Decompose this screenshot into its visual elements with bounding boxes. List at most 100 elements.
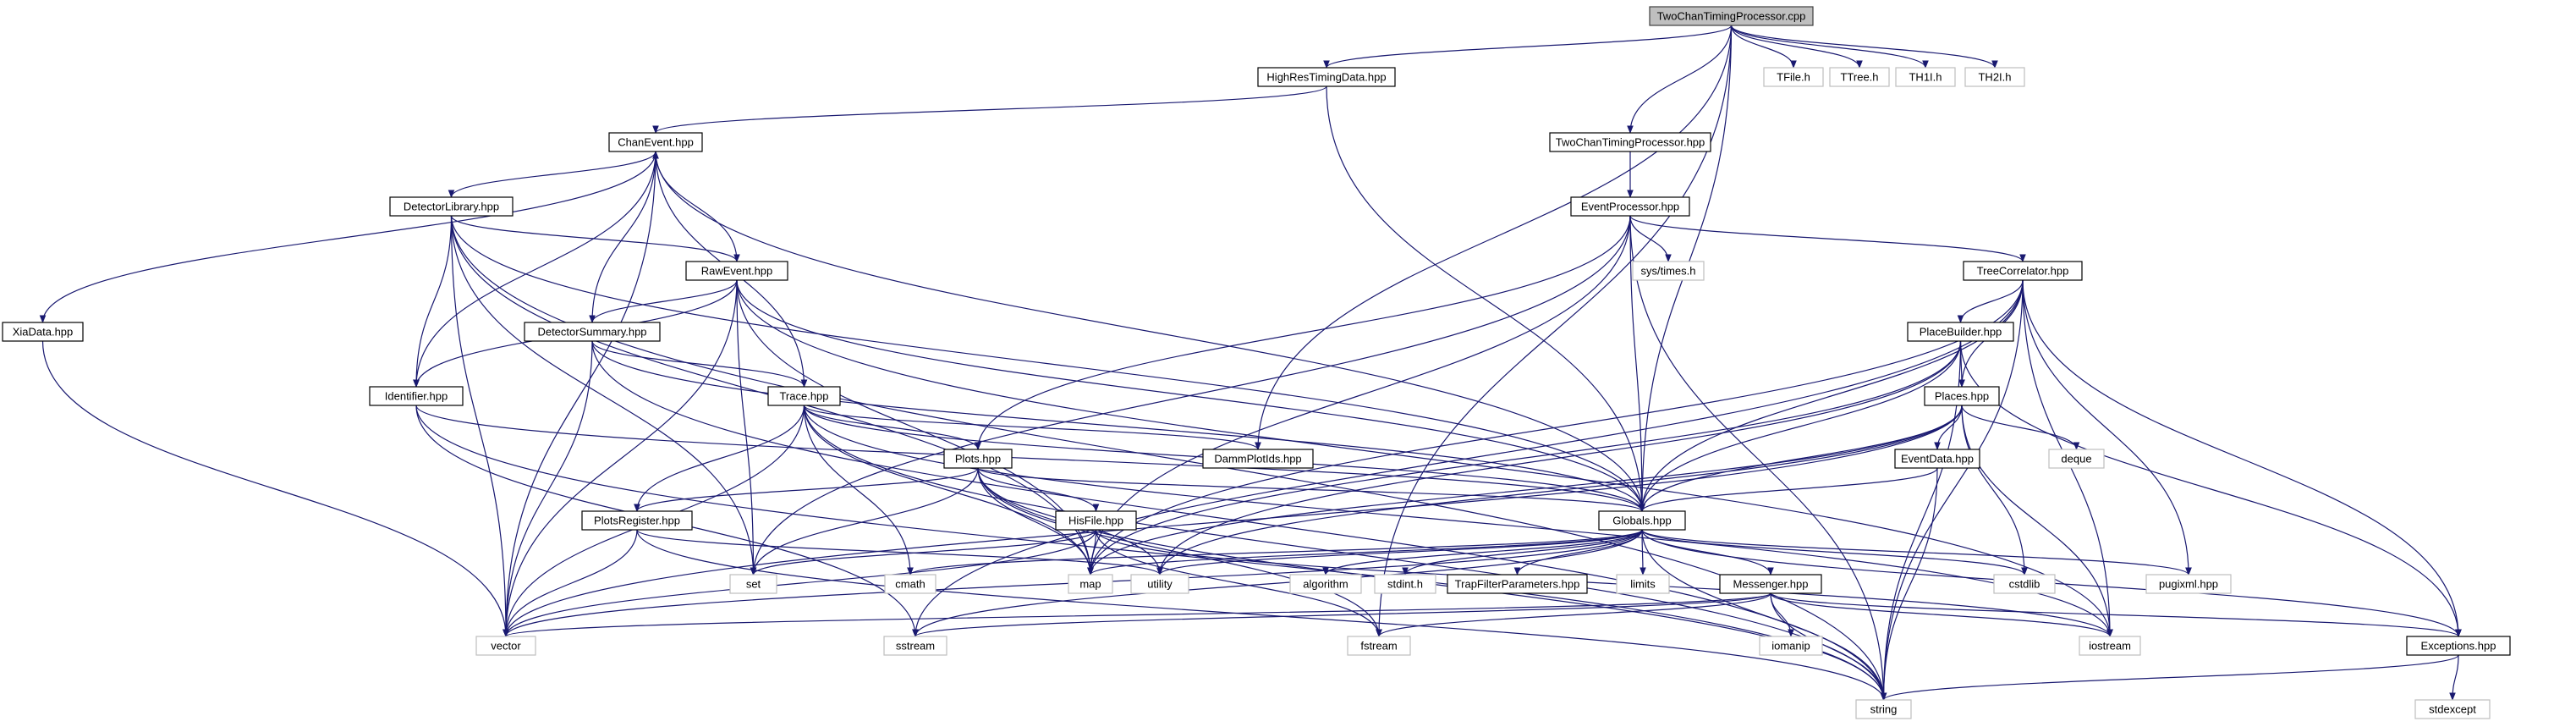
edge-Messenger_hpp-to-Exceptions_hpp — [1770, 592, 2462, 637]
node-box — [389, 196, 514, 217]
edge-Globals_hpp-to-sstream — [912, 529, 1643, 637]
edge-Messenger_hpp-to-fstream — [1376, 592, 1771, 637]
edge-RawEvent_hpp-to-Globals_hpp — [736, 279, 1645, 512]
edge-Exceptions_hpp-to-string — [1880, 654, 2459, 701]
node-pugixml_hpp: pugixml.hpp — [2145, 574, 2232, 594]
edge-RawEvent_hpp-to-vector — [503, 279, 738, 637]
node-TrapFilterParameters_hpp[interactable]: TrapFilterParameters.hpp — [1447, 574, 1588, 594]
edge-PlaceBuilder_hpp-to-utility — [1156, 340, 1962, 576]
node-label: vector — [491, 640, 521, 653]
edge-XiaData_hpp-to-vector — [41, 340, 509, 637]
node-RawEvent_hpp[interactable]: RawEvent.hpp — [685, 261, 788, 281]
edge-ChanEvent_hpp-to-vector — [503, 151, 656, 637]
edge-EventProcessor_hpp-to-TreeCorrelator_hpp — [1629, 215, 2026, 262]
edge-HisFile_hpp-to-fstream — [1095, 529, 1382, 637]
node-box — [1829, 67, 1890, 87]
node-limits: limits — [1616, 574, 1670, 594]
node-PlaceBuilder_hpp[interactable]: PlaceBuilder.hpp — [1907, 322, 2014, 342]
node-map: map — [1068, 574, 1113, 594]
edge-Plots_hpp-to-fstream — [977, 467, 1382, 637]
edge-TwoChanTimingProcessor_cpp-to-HighResTimingData_hpp — [1323, 25, 1733, 69]
node-EventProcessor_hpp[interactable]: EventProcessor.hpp — [1570, 196, 1690, 217]
node-box — [1616, 574, 1670, 594]
node-ChanEvent_hpp[interactable]: ChanEvent.hpp — [608, 132, 703, 152]
node-Identifier_hpp[interactable]: Identifier.hpp — [369, 386, 464, 406]
node-box — [1855, 699, 1912, 719]
node-box — [685, 261, 788, 281]
node-label: TwoChanTimingProcessor.cpp — [1657, 10, 1806, 23]
edge-Globals_hpp-to-algorithm — [1322, 529, 1643, 576]
node-label: EventProcessor.hpp — [1581, 201, 1679, 213]
edge-Trace_hpp-to-PlotsRegister_hpp — [634, 405, 805, 512]
edge-Globals_hpp-to-cstdlib — [1641, 529, 2028, 576]
node-DetectorSummary_hpp[interactable]: DetectorSummary.hpp — [524, 322, 661, 342]
edge-TreeCorrelator_hpp-to-Exceptions_hpp — [2022, 279, 2462, 637]
node-label: sys/times.h — [1640, 265, 1695, 278]
edge-HisFile_hpp-to-iostream — [1095, 529, 2113, 637]
node-Places_hpp[interactable]: Places.hpp — [1924, 386, 2000, 406]
node-Messenger_hpp[interactable]: Messenger.hpp — [1719, 574, 1822, 594]
node-DetectorLibrary_hpp[interactable]: DetectorLibrary.hpp — [389, 196, 514, 217]
node-Trace_hpp[interactable]: Trace.hpp — [767, 386, 841, 406]
node-XiaData_hpp[interactable]: XiaData.hpp — [2, 322, 84, 342]
node-Exceptions_hpp[interactable]: Exceptions.hpp — [2406, 636, 2511, 656]
node-box — [1068, 574, 1113, 594]
node-HighResTimingData_hpp[interactable]: HighResTimingData.hpp — [1257, 67, 1396, 87]
node-label: TTree.h — [1840, 71, 1878, 84]
edge-HisFile_hpp-to-set — [750, 529, 1097, 576]
node-box — [1964, 67, 2025, 87]
node-stdexcept: stdexcept — [2414, 699, 2491, 719]
node-box — [1598, 510, 1686, 531]
node-label: TrapFilterParameters.hpp — [1455, 578, 1580, 591]
node-utility: utility — [1130, 574, 1189, 594]
node-label: sstream — [896, 640, 935, 653]
edge-Messenger_hpp-to-vector — [503, 592, 1771, 637]
edge-Places_hpp-to-vector — [503, 405, 1963, 637]
node-label: limits — [1630, 578, 1656, 591]
node-box — [1257, 67, 1396, 87]
edge-DetectorLibrary_hpp-to-Globals_hpp — [450, 215, 1645, 512]
node-box — [767, 386, 841, 406]
node-PlotsRegister_hpp[interactable]: PlotsRegister.hpp — [581, 510, 693, 531]
node-EventData_hpp[interactable]: EventData.hpp — [1894, 449, 1980, 469]
edge-TwoChanTimingProcessor_cpp-to-TTree_h — [1730, 25, 1863, 69]
node-label: DammPlotIds.hpp — [1214, 453, 1301, 465]
node-label: Trace.hpp — [779, 390, 828, 403]
node-label: Globals.hpp — [1612, 515, 1671, 527]
node-sstream: sstream — [883, 636, 947, 656]
node-box — [1924, 386, 2000, 406]
node-box — [883, 636, 947, 656]
node-TwoChanTimingProcessor_cpp[interactable]: TwoChanTimingProcessor.cpp — [1649, 6, 1814, 26]
edge-Globals_hpp-to-cmath — [907, 529, 1643, 576]
edge-EventData_hpp-to-Globals_hpp — [1639, 467, 1938, 512]
edge-EventProcessor_hpp-to-sys_times_h — [1629, 215, 1672, 262]
edge-PlaceBuilder_hpp-to-map — [1087, 340, 1962, 576]
node-TreeCorrelator_hpp[interactable]: TreeCorrelator.hpp — [1963, 261, 2083, 281]
node-box — [1894, 449, 1980, 469]
edge-TreeCorrelator_hpp-to-sstream — [912, 279, 2024, 637]
edge-ChanEvent_hpp-to-DetectorLibrary_hpp — [448, 151, 656, 198]
node-TTree_h: TTree.h — [1829, 67, 1890, 87]
edge-EventProcessor_hpp-to-set — [750, 215, 1631, 576]
node-box — [2414, 699, 2491, 719]
node-vector: vector — [475, 636, 536, 656]
node-DammPlotIds_hpp[interactable]: DammPlotIds.hpp — [1202, 449, 1314, 469]
node-iomanip: iomanip — [1759, 636, 1823, 656]
node-Globals_hpp[interactable]: Globals.hpp — [1598, 510, 1686, 531]
edge-RawEvent_hpp-to-ChanEvent_hpp — [652, 151, 738, 262]
edge-Places_hpp-to-deque — [1961, 405, 2080, 450]
node-box — [1763, 67, 1824, 87]
edge-EventProcessor_hpp-to-string — [1629, 215, 1887, 701]
node-TwoChanTimingProcessor_hpp[interactable]: TwoChanTimingProcessor.hpp — [1549, 132, 1711, 152]
node-box — [1289, 574, 1362, 594]
node-box — [1549, 132, 1711, 152]
node-label: PlotsRegister.hpp — [594, 515, 680, 527]
edge-HighResTimingData_hpp-to-Globals_hpp — [1326, 85, 1645, 512]
node-label: DetectorSummary.hpp — [537, 326, 646, 339]
node-box — [1759, 636, 1823, 656]
edge-DetectorLibrary_hpp-to-set — [450, 215, 757, 576]
edge-Places_hpp-to-map — [1087, 405, 1963, 576]
node-HisFile_hpp[interactable]: HisFile.hpp — [1055, 510, 1137, 531]
node-Plots_hpp[interactable]: Plots.hpp — [943, 449, 1013, 469]
node-label: iomanip — [1771, 640, 1810, 653]
